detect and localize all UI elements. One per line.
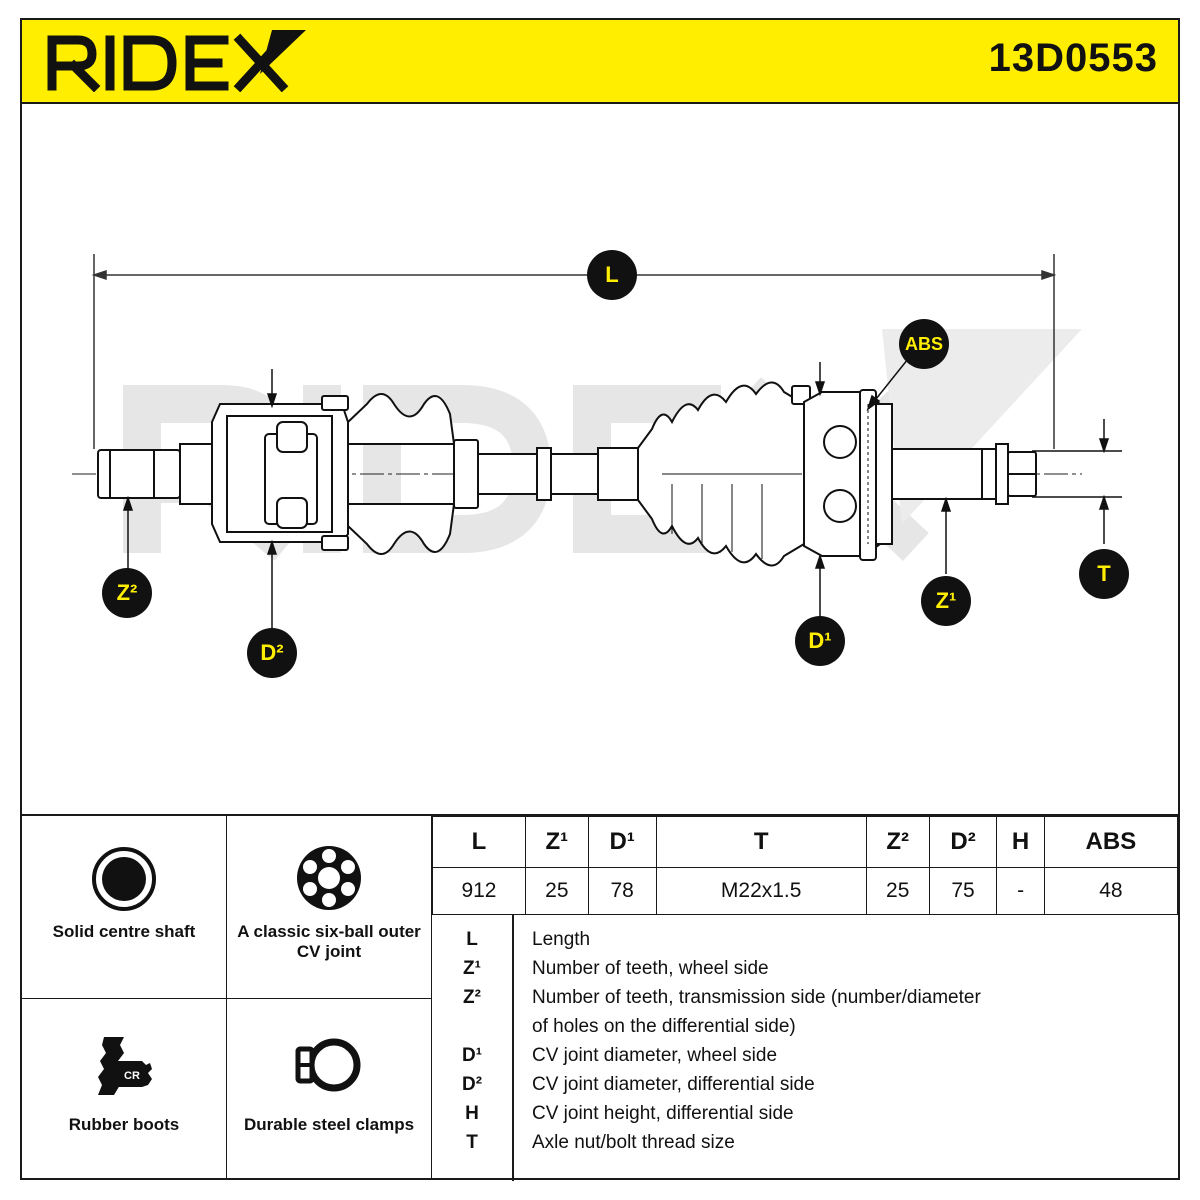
- legend-desc: CV joint diameter, differential side: [532, 1074, 815, 1095]
- spec-value: M22x1.5: [655, 867, 867, 915]
- product-sheet: 13D0553: [20, 18, 1180, 1181]
- legend-row: of holes on the differential side): [432, 1016, 1178, 1045]
- callout-Z2: Z²: [102, 568, 152, 618]
- legend-desc: Length: [532, 929, 591, 950]
- length-dimension: [91, 254, 1057, 449]
- driveshaft-diagram: [72, 254, 1122, 634]
- legend-row: L Length: [432, 929, 1178, 958]
- spec-header: Z²: [865, 816, 930, 868]
- legend-desc: CV joint height, differential side: [532, 1103, 794, 1124]
- spec-value-row: 912 25 78 M22x1.5 25 75 - 48: [432, 867, 1179, 915]
- callout-D2: D²: [247, 628, 297, 678]
- outer-boot-clamp: [597, 447, 639, 501]
- spec-header: H: [996, 816, 1045, 868]
- solid-circle-icon: [92, 847, 156, 911]
- callout-D1: D¹: [795, 616, 845, 666]
- spec-value: 75: [928, 867, 998, 915]
- header-bar: 13D0553: [22, 20, 1178, 104]
- legend-abbr: H: [465, 1103, 479, 1124]
- feature-label: Durable steel clamps: [243, 1115, 415, 1134]
- legend-abbr: Z¹: [463, 958, 481, 979]
- spec-header: T: [655, 816, 867, 868]
- feature-label: Solid centre shaft: [52, 922, 196, 941]
- legend-row: T Axle nut/bolt thread size: [432, 1132, 1178, 1161]
- spec-value: 48: [1043, 867, 1179, 915]
- spec-section: Solid centre shaft A classic six-ball ou…: [22, 814, 1179, 1181]
- driveshaft-body: [97, 381, 1037, 567]
- feature-six-ball-joint: A classic six-ball outer CV joint: [227, 816, 432, 999]
- inner-boot-bottom: [347, 503, 456, 555]
- legend-row: Z¹ Number of teeth, wheel side: [432, 958, 1178, 987]
- feature-steel-clamps: Durable steel clamps: [227, 999, 432, 1180]
- abbreviation-legend: L Length Z¹ Number of teeth, wheel side …: [432, 914, 1178, 1181]
- spec-header: ABS: [1043, 816, 1179, 868]
- legend-row: H CV joint height, differential side: [432, 1103, 1178, 1132]
- part-number: 13D0553: [988, 36, 1158, 80]
- legend-abbr: D²: [461, 1074, 483, 1095]
- legend-desc: Number of teeth, transmission side (numb…: [532, 987, 981, 1008]
- spec-header: D¹: [587, 816, 657, 868]
- callout-L: L: [587, 250, 637, 300]
- callout-T: T: [1079, 549, 1129, 599]
- outer-spline-stub: [891, 448, 997, 500]
- clamp-icon: [295, 1038, 361, 1092]
- legend-desc: Axle nut/bolt thread size: [532, 1132, 735, 1153]
- spec-value: 912: [432, 867, 526, 915]
- spec-header-row: L Z¹ D¹ T Z² D² H ABS: [432, 816, 1179, 868]
- spec-header: Z¹: [524, 816, 589, 868]
- legend-row: D¹ CV joint diameter, wheel side: [432, 1045, 1178, 1074]
- spec-value: -: [996, 867, 1045, 915]
- legend-row: D² CV joint diameter, differential side: [432, 1074, 1178, 1103]
- spec-value: 25: [865, 867, 930, 915]
- abs-ring: [859, 389, 877, 561]
- inner-stub-collar: [179, 443, 213, 505]
- legend-desc: of holes on the differential side): [532, 1016, 796, 1037]
- spec-value: 78: [587, 867, 657, 915]
- legend-abbr: Z²: [463, 987, 481, 1008]
- rubber-boot-cr-icon: CR: [98, 1037, 152, 1095]
- legend-abbr: D¹: [461, 1045, 483, 1066]
- six-ball-joint-icon: [297, 846, 361, 910]
- legend-desc: Number of teeth, wheel side: [532, 958, 769, 979]
- legend-abbr: T: [466, 1132, 478, 1153]
- legend-divider: [512, 915, 514, 1181]
- feature-solid-shaft: Solid centre shaft: [22, 816, 227, 999]
- inner-boot-clamp: [453, 439, 479, 509]
- driveshaft-drawing: L ABS Z² D² D¹ Z¹ T: [22, 104, 1178, 814]
- legend-abbr: L: [466, 929, 478, 950]
- svg-text:CR: CR: [124, 1070, 140, 1082]
- feature-label: A classic six-ball outer CV joint: [237, 922, 421, 961]
- legend-desc: CV joint diameter, wheel side: [532, 1045, 778, 1066]
- spec-table: L Z¹ D¹ T Z² D² H ABS 912 25 78 M22x1.5 …: [432, 816, 1179, 915]
- feature-rubber-boots: CR Rubber boots: [22, 999, 227, 1180]
- inner-boot-top: [347, 393, 456, 445]
- spec-header: L: [432, 816, 526, 868]
- leader-lines: [122, 353, 1122, 634]
- spec-header: D²: [928, 816, 998, 868]
- ridex-logo: [47, 30, 306, 92]
- spec-value: 25: [524, 867, 589, 915]
- callout-ABS: ABS: [899, 319, 949, 369]
- legend-row: Z² Number of teeth, transmission side (n…: [432, 987, 1178, 1016]
- callout-Z1: Z¹: [921, 576, 971, 626]
- feature-label: Rubber boots: [68, 1115, 180, 1134]
